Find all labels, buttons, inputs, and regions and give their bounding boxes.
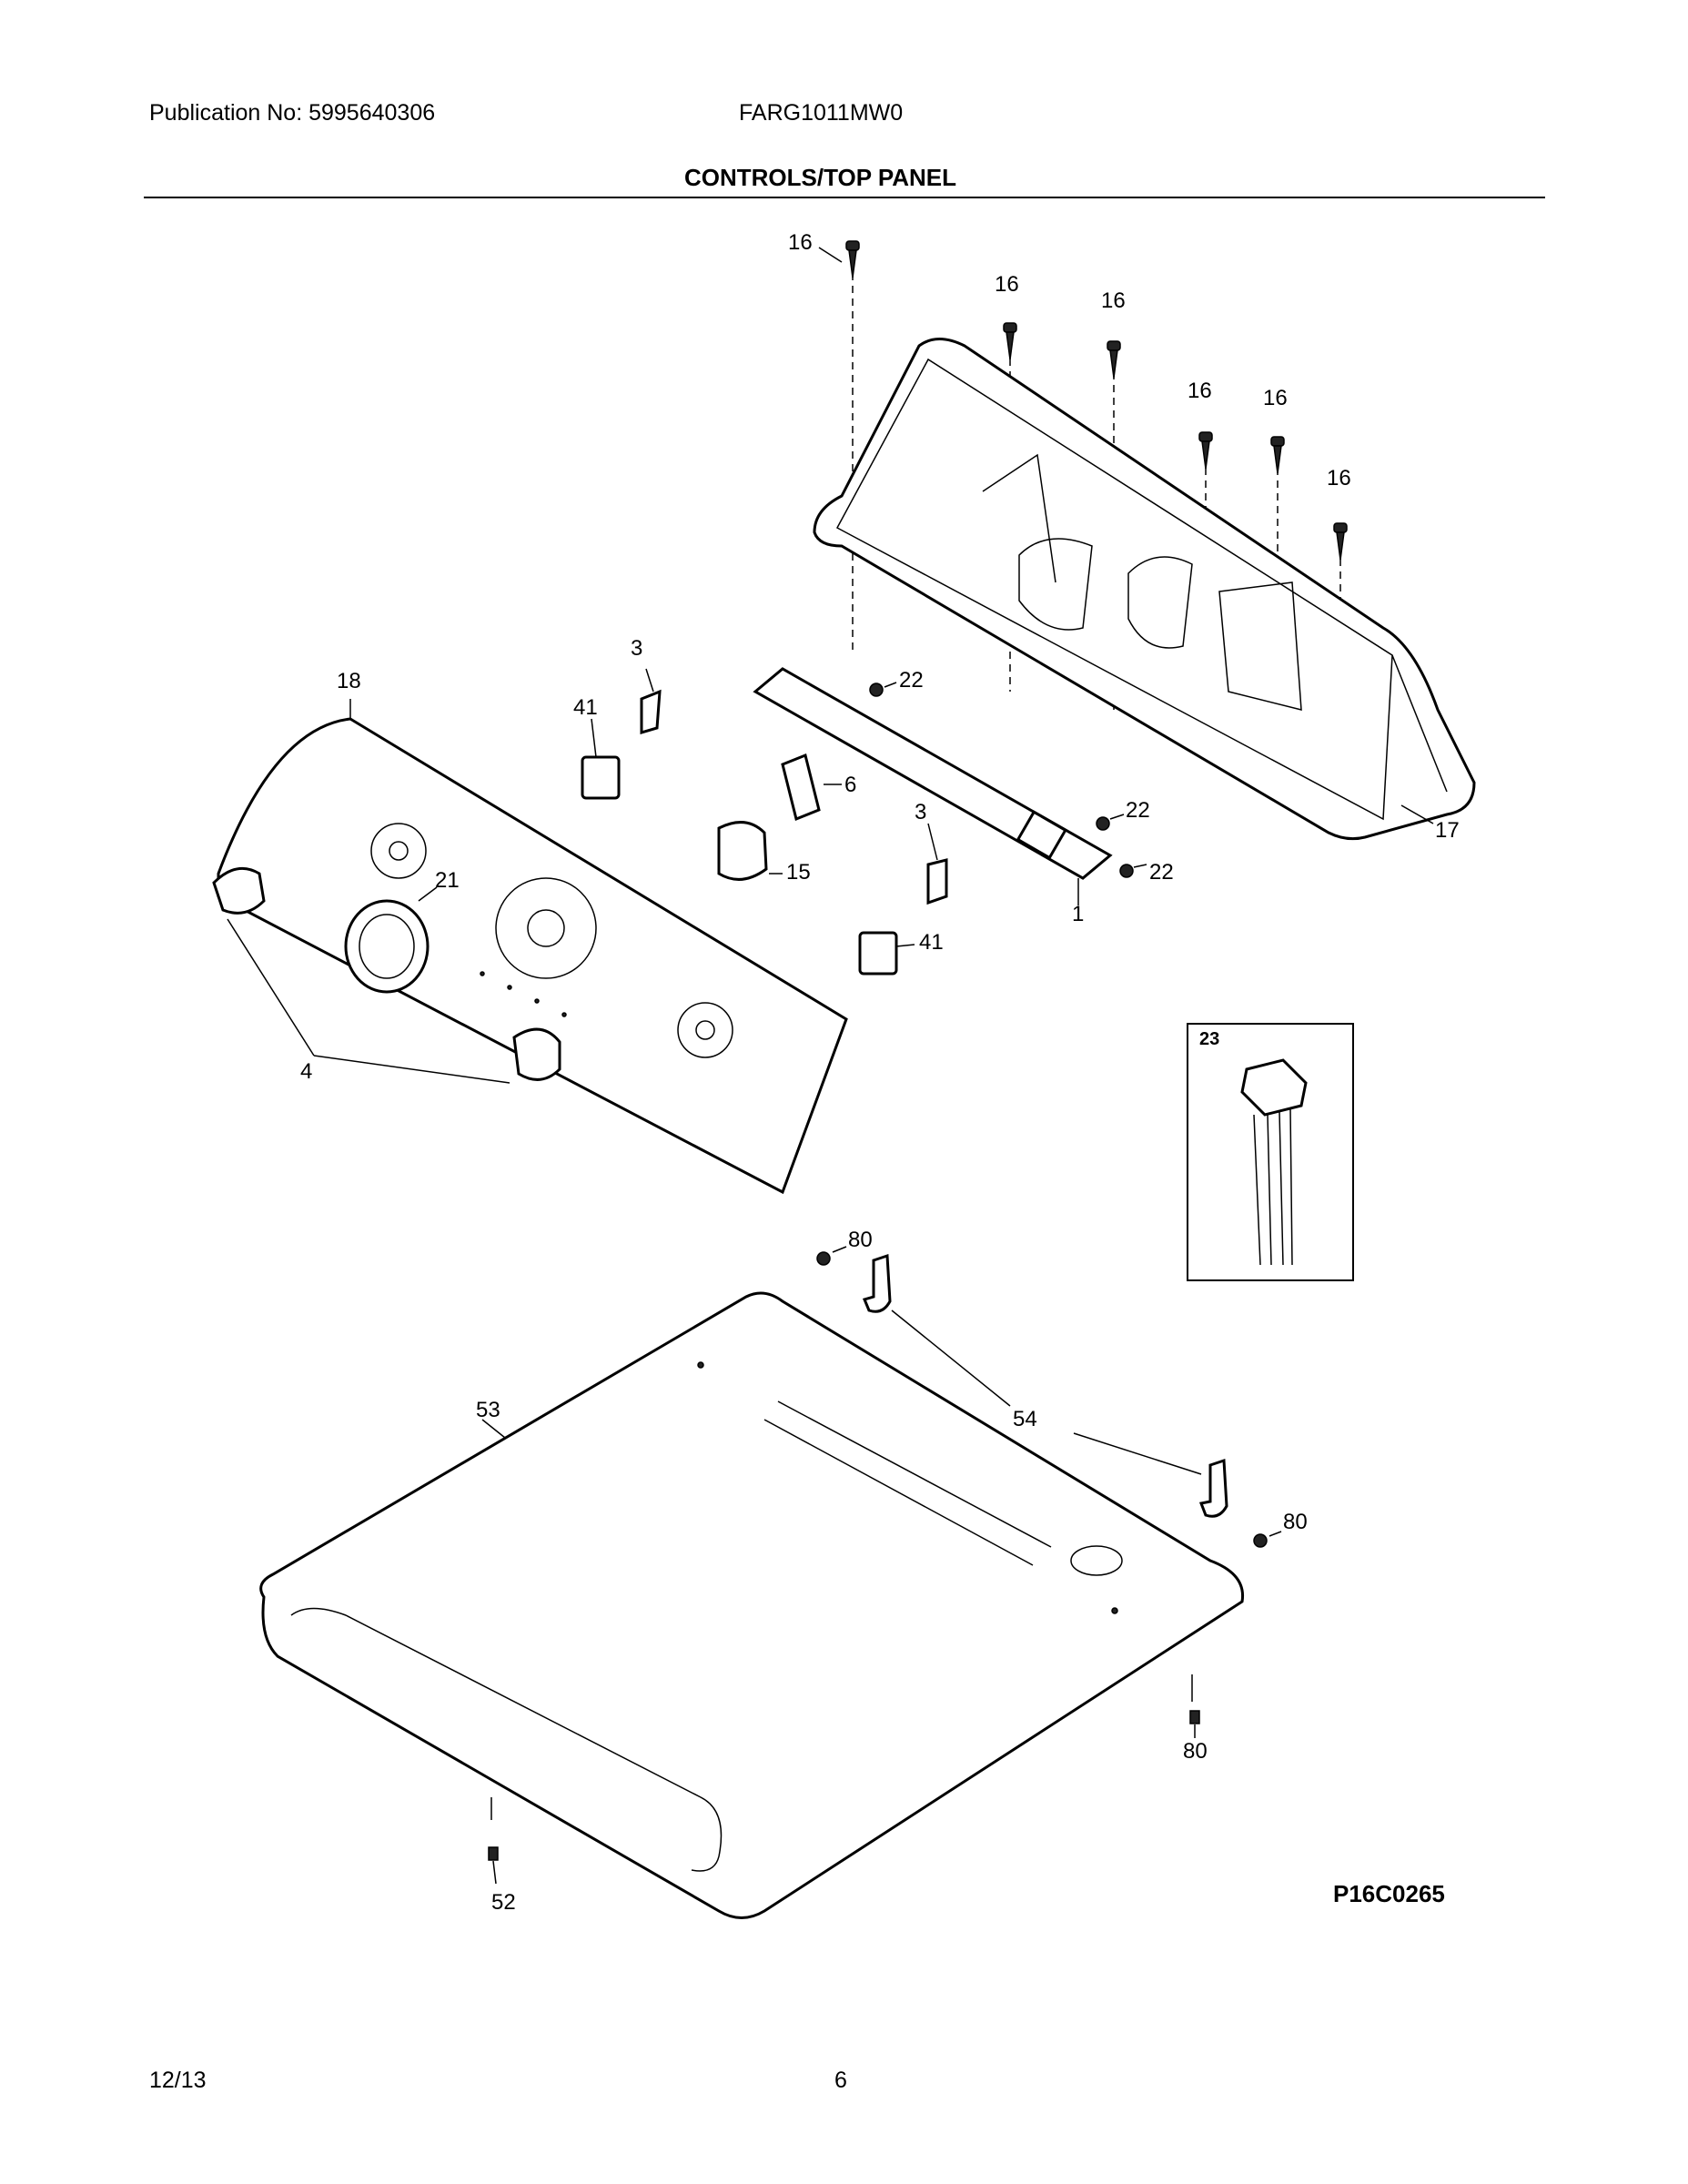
callout-label: 80 <box>848 1228 873 1252</box>
callout-label: 15 <box>786 860 811 885</box>
screws-22 <box>869 682 1147 878</box>
callout-label: 16 <box>1101 288 1126 313</box>
screw <box>845 240 860 278</box>
callout-label: 54 <box>1013 1407 1037 1431</box>
switch-41-lower <box>858 931 915 976</box>
inset-label: 23 <box>1199 1029 1219 1049</box>
screw <box>1270 436 1285 474</box>
harness-6 <box>781 753 842 822</box>
callout-label: 41 <box>919 930 944 955</box>
callout-label: 16 <box>1263 386 1288 410</box>
callout-label: 21 <box>435 868 460 893</box>
callout-label: 52 <box>491 1890 516 1915</box>
callout-label: 16 <box>788 230 813 255</box>
control-board <box>753 667 1113 905</box>
publication-number: Publication No: 5995640306 <box>149 100 436 126</box>
callout-label: 80 <box>1183 1739 1208 1764</box>
wire-clip-3-lower <box>926 823 948 905</box>
callout-label: 18 <box>337 669 361 693</box>
callout-label: 3 <box>631 636 642 661</box>
title-rule <box>144 197 1545 198</box>
callout-label: 6 <box>844 773 856 797</box>
callout-label: 22 <box>899 668 924 693</box>
wire-clip-3-upper <box>640 668 662 735</box>
footer-date: 12/13 <box>149 2068 207 2093</box>
page-number: 6 <box>834 2068 847 2093</box>
callout-label: 22 <box>1149 860 1174 885</box>
top-lid <box>259 1291 1245 1919</box>
fasteners-80-52 <box>488 1246 1282 1885</box>
callout-label: 1 <box>1072 902 1084 926</box>
console-panel <box>217 699 848 1195</box>
callout-label: 16 <box>1188 379 1212 403</box>
harness-15 <box>717 821 783 881</box>
callout-labels: 16 16 16 16 16 16 17 3 18 41 22 6 22 15 … <box>300 230 1460 1915</box>
screw <box>1003 322 1017 360</box>
screw <box>1198 431 1213 470</box>
brackets-54 <box>862 1253 1228 1518</box>
callout-label: 3 <box>915 800 926 824</box>
model-number: FARG1011MW0 <box>739 100 904 126</box>
callout-label: 4 <box>300 1059 312 1084</box>
callout-label: 16 <box>995 272 1019 297</box>
switch-41-upper <box>581 718 621 800</box>
callout-label: 22 <box>1126 798 1150 823</box>
callout-label: 17 <box>1435 818 1460 843</box>
knobs <box>212 866 561 1084</box>
page-title: CONTROLS/TOP PANEL <box>684 164 957 191</box>
screw <box>1333 522 1348 561</box>
callout-label: 41 <box>573 695 598 720</box>
figure-id: P16C0265 <box>1333 1880 1445 1907</box>
callout-label: 16 <box>1327 466 1351 490</box>
screw <box>1107 340 1121 379</box>
callout-label: 53 <box>476 1398 500 1422</box>
inset-box-23 <box>1187 1023 1354 1281</box>
callout-label: 80 <box>1283 1510 1308 1534</box>
console-housing <box>813 338 1476 841</box>
